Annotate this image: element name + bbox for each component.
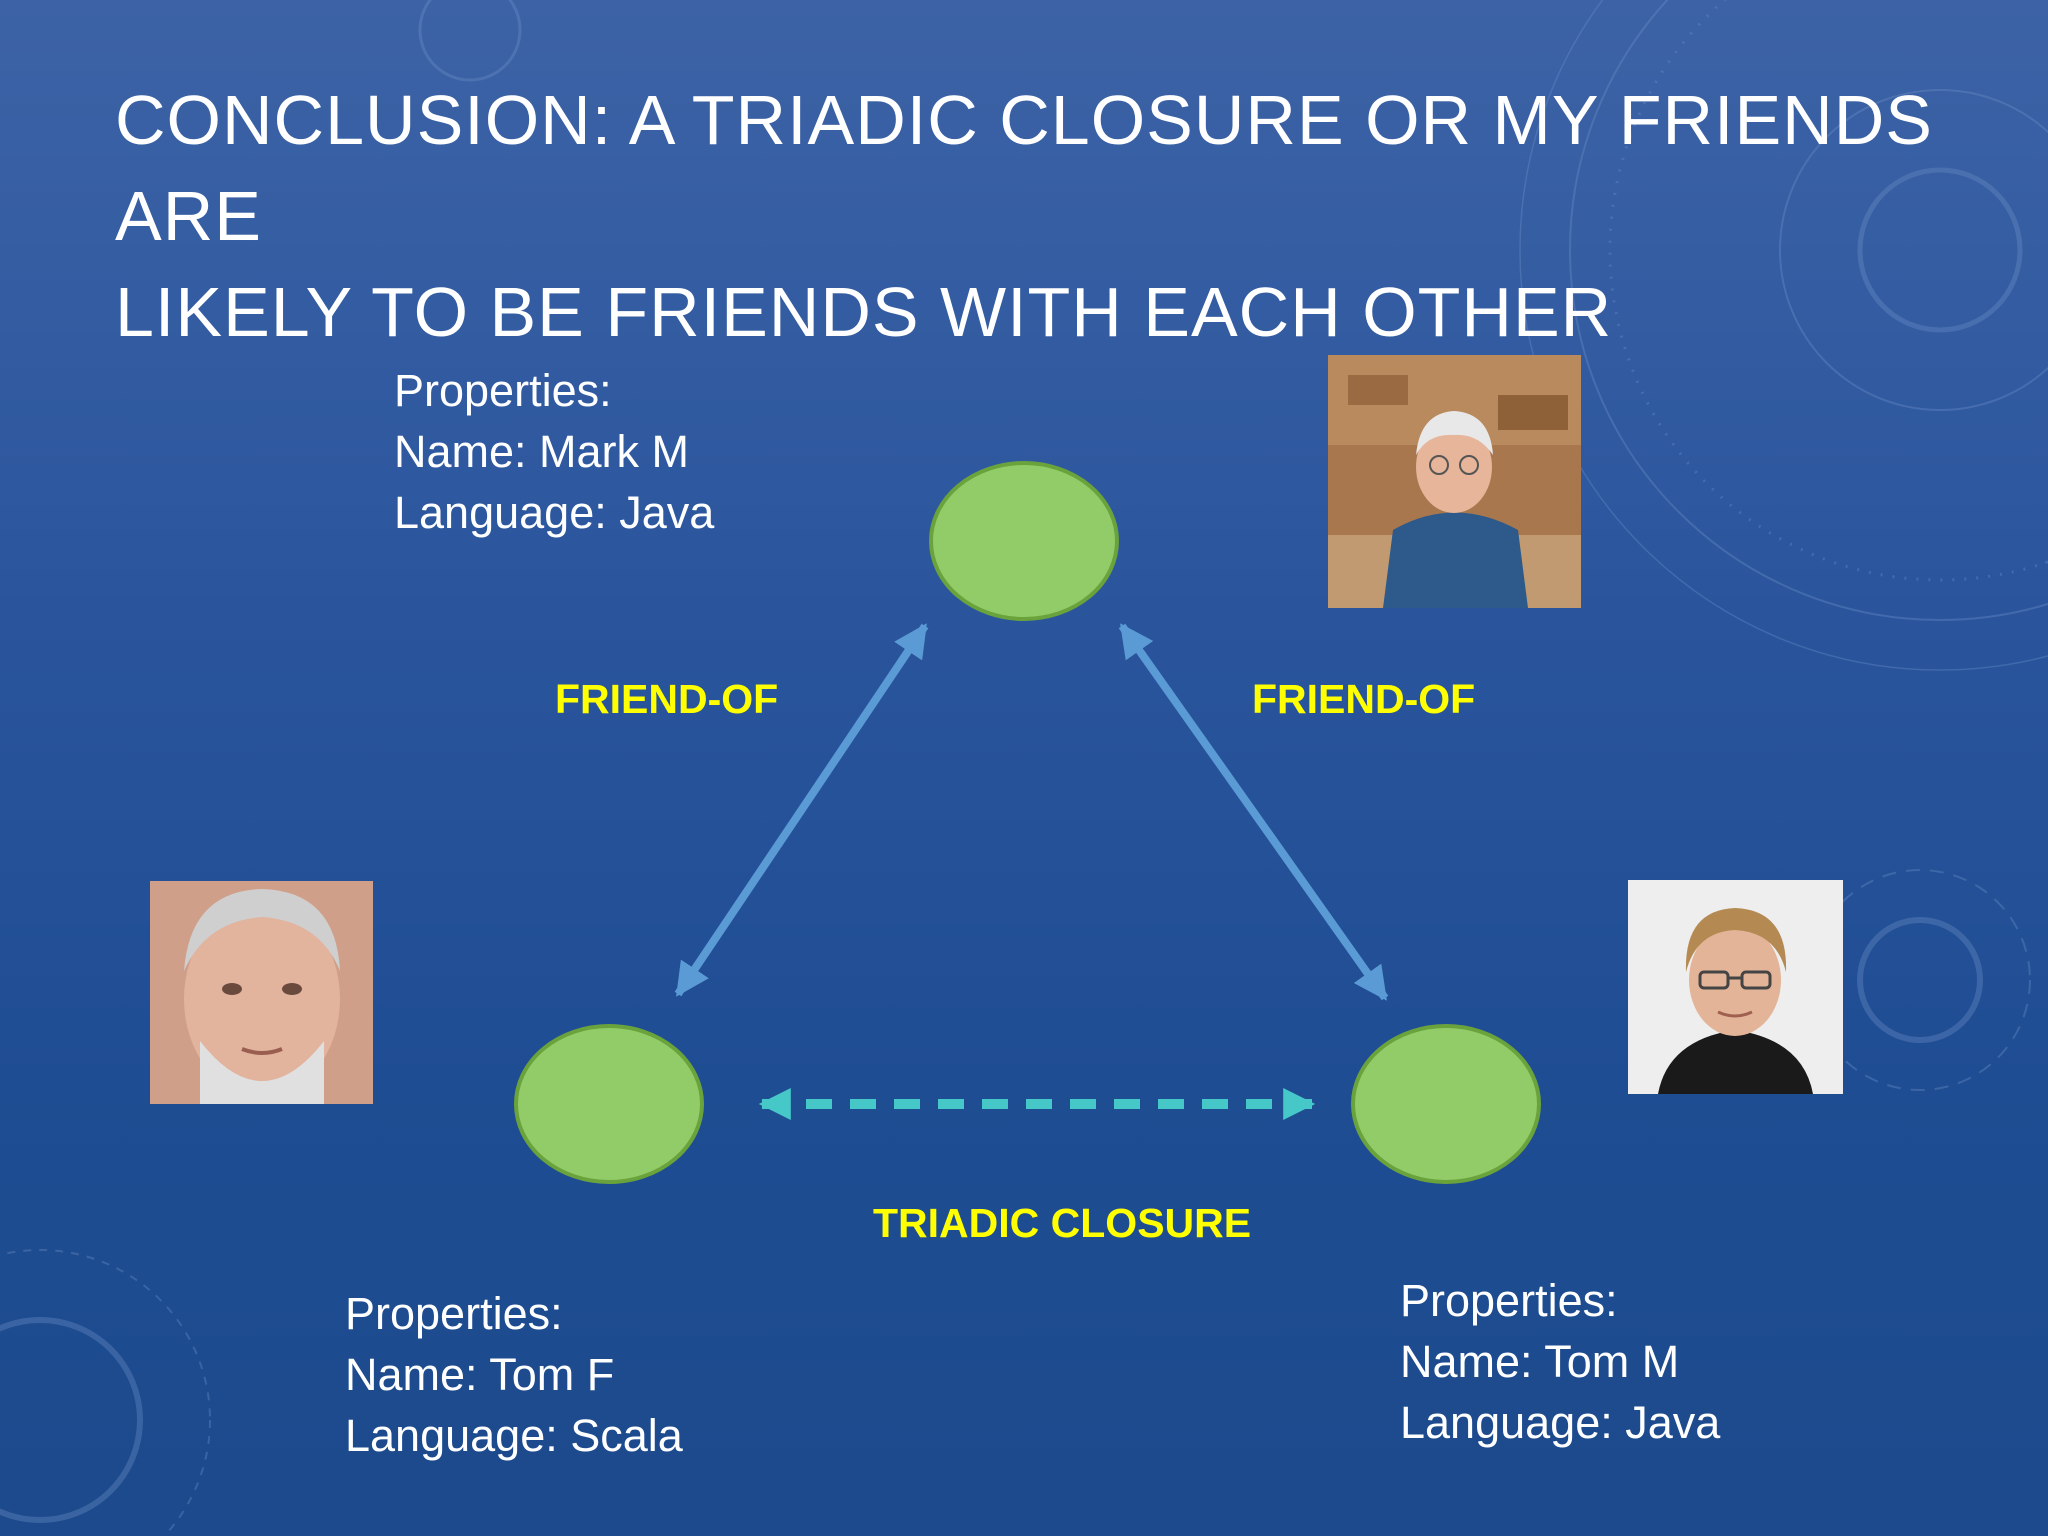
- friend-of-label-left: FRIEND-OF: [555, 676, 779, 722]
- slide-title: CONCLUSION: A TRIADIC CLOSURE OR MY FRIE…: [115, 72, 1935, 360]
- property-name: Name: Tom M: [1400, 1336, 1680, 1387]
- properties-tom-m: Properties: Name: Tom M Language: Java: [1400, 1270, 1720, 1453]
- triadic-closure-label: TRIADIC CLOSURE: [873, 1200, 1252, 1246]
- node-tom-f: [514, 1024, 704, 1184]
- property-name: Name: Tom F: [345, 1349, 615, 1400]
- friend-of-arrow-right: [1118, 623, 1389, 1001]
- photo-tom-f: [150, 881, 373, 1104]
- properties-heading: Properties:: [394, 365, 612, 416]
- title-line-2: LIKELY TO BE FRIENDS WITH EACH OTHER: [115, 273, 1613, 351]
- property-name: Name: Mark M: [394, 426, 690, 477]
- photo-mark-m: [1328, 355, 1581, 608]
- property-language: Language: Scala: [345, 1410, 683, 1461]
- friend-of-arrow-left: [674, 623, 929, 997]
- node-mark-m: [929, 461, 1119, 621]
- friend-of-label-right: FRIEND-OF: [1252, 676, 1476, 722]
- node-tom-m: [1351, 1024, 1541, 1184]
- properties-mark-m: Properties: Name: Mark M Language: Java: [394, 360, 714, 543]
- properties-tom-f: Properties: Name: Tom F Language: Scala: [345, 1283, 683, 1466]
- photo-tom-m: [1628, 880, 1843, 1094]
- title-line-1: CONCLUSION: A TRIADIC CLOSURE OR MY FRIE…: [115, 81, 1933, 255]
- property-language: Language: Java: [1400, 1397, 1721, 1448]
- properties-heading: Properties:: [345, 1288, 563, 1339]
- properties-heading: Properties:: [1400, 1275, 1618, 1326]
- property-language: Language: Java: [394, 487, 715, 538]
